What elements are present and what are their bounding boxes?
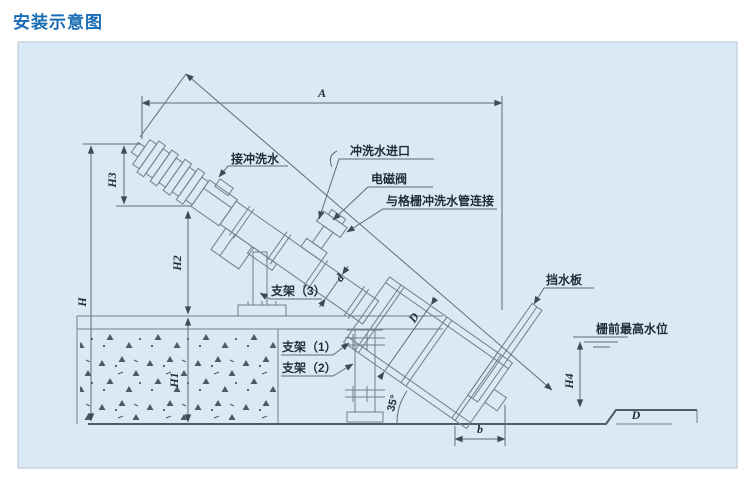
- dim-H2: H2: [170, 255, 184, 271]
- leader-lines: [218, 158, 594, 377]
- dim-H1: H1: [167, 372, 181, 388]
- angle-arc: [396, 390, 408, 424]
- label-bracket-1: 支架（1）: [281, 339, 337, 354]
- label-bracket-2: 支架（2）: [281, 360, 337, 375]
- label-connect-flush-water: 接冲洗水: [231, 151, 280, 166]
- dim-D-step: D: [631, 408, 641, 422]
- dim-H4: H4: [562, 373, 576, 389]
- dim-A: A: [317, 86, 326, 100]
- label-solenoid-valve: 电磁阀: [371, 171, 407, 186]
- dimension-lines: [83, 73, 628, 446]
- dim-angle: 35°: [385, 394, 401, 413]
- label-grille-pipe-connection: 与格栅冲洗水管连接: [386, 193, 494, 208]
- label-bracket-3: 支架（3）: [270, 283, 326, 298]
- page-title: 安装示意图: [13, 13, 103, 32]
- dim-H3: H3: [105, 172, 119, 188]
- label-flush-water-inlet: 冲洗水进口: [350, 143, 410, 158]
- dim-b: b: [477, 422, 483, 436]
- callout-labels: 接冲洗水 冲洗水进口 电磁阀 与格栅冲洗水管连接 支架（3） 支架（1） 支架（…: [231, 143, 668, 375]
- water-level-mark: [573, 336, 628, 348]
- dim-H: H: [75, 297, 89, 308]
- label-max-water-level: 栅前最高水位: [596, 321, 668, 336]
- label-water-baffle: 挡水板: [546, 272, 583, 287]
